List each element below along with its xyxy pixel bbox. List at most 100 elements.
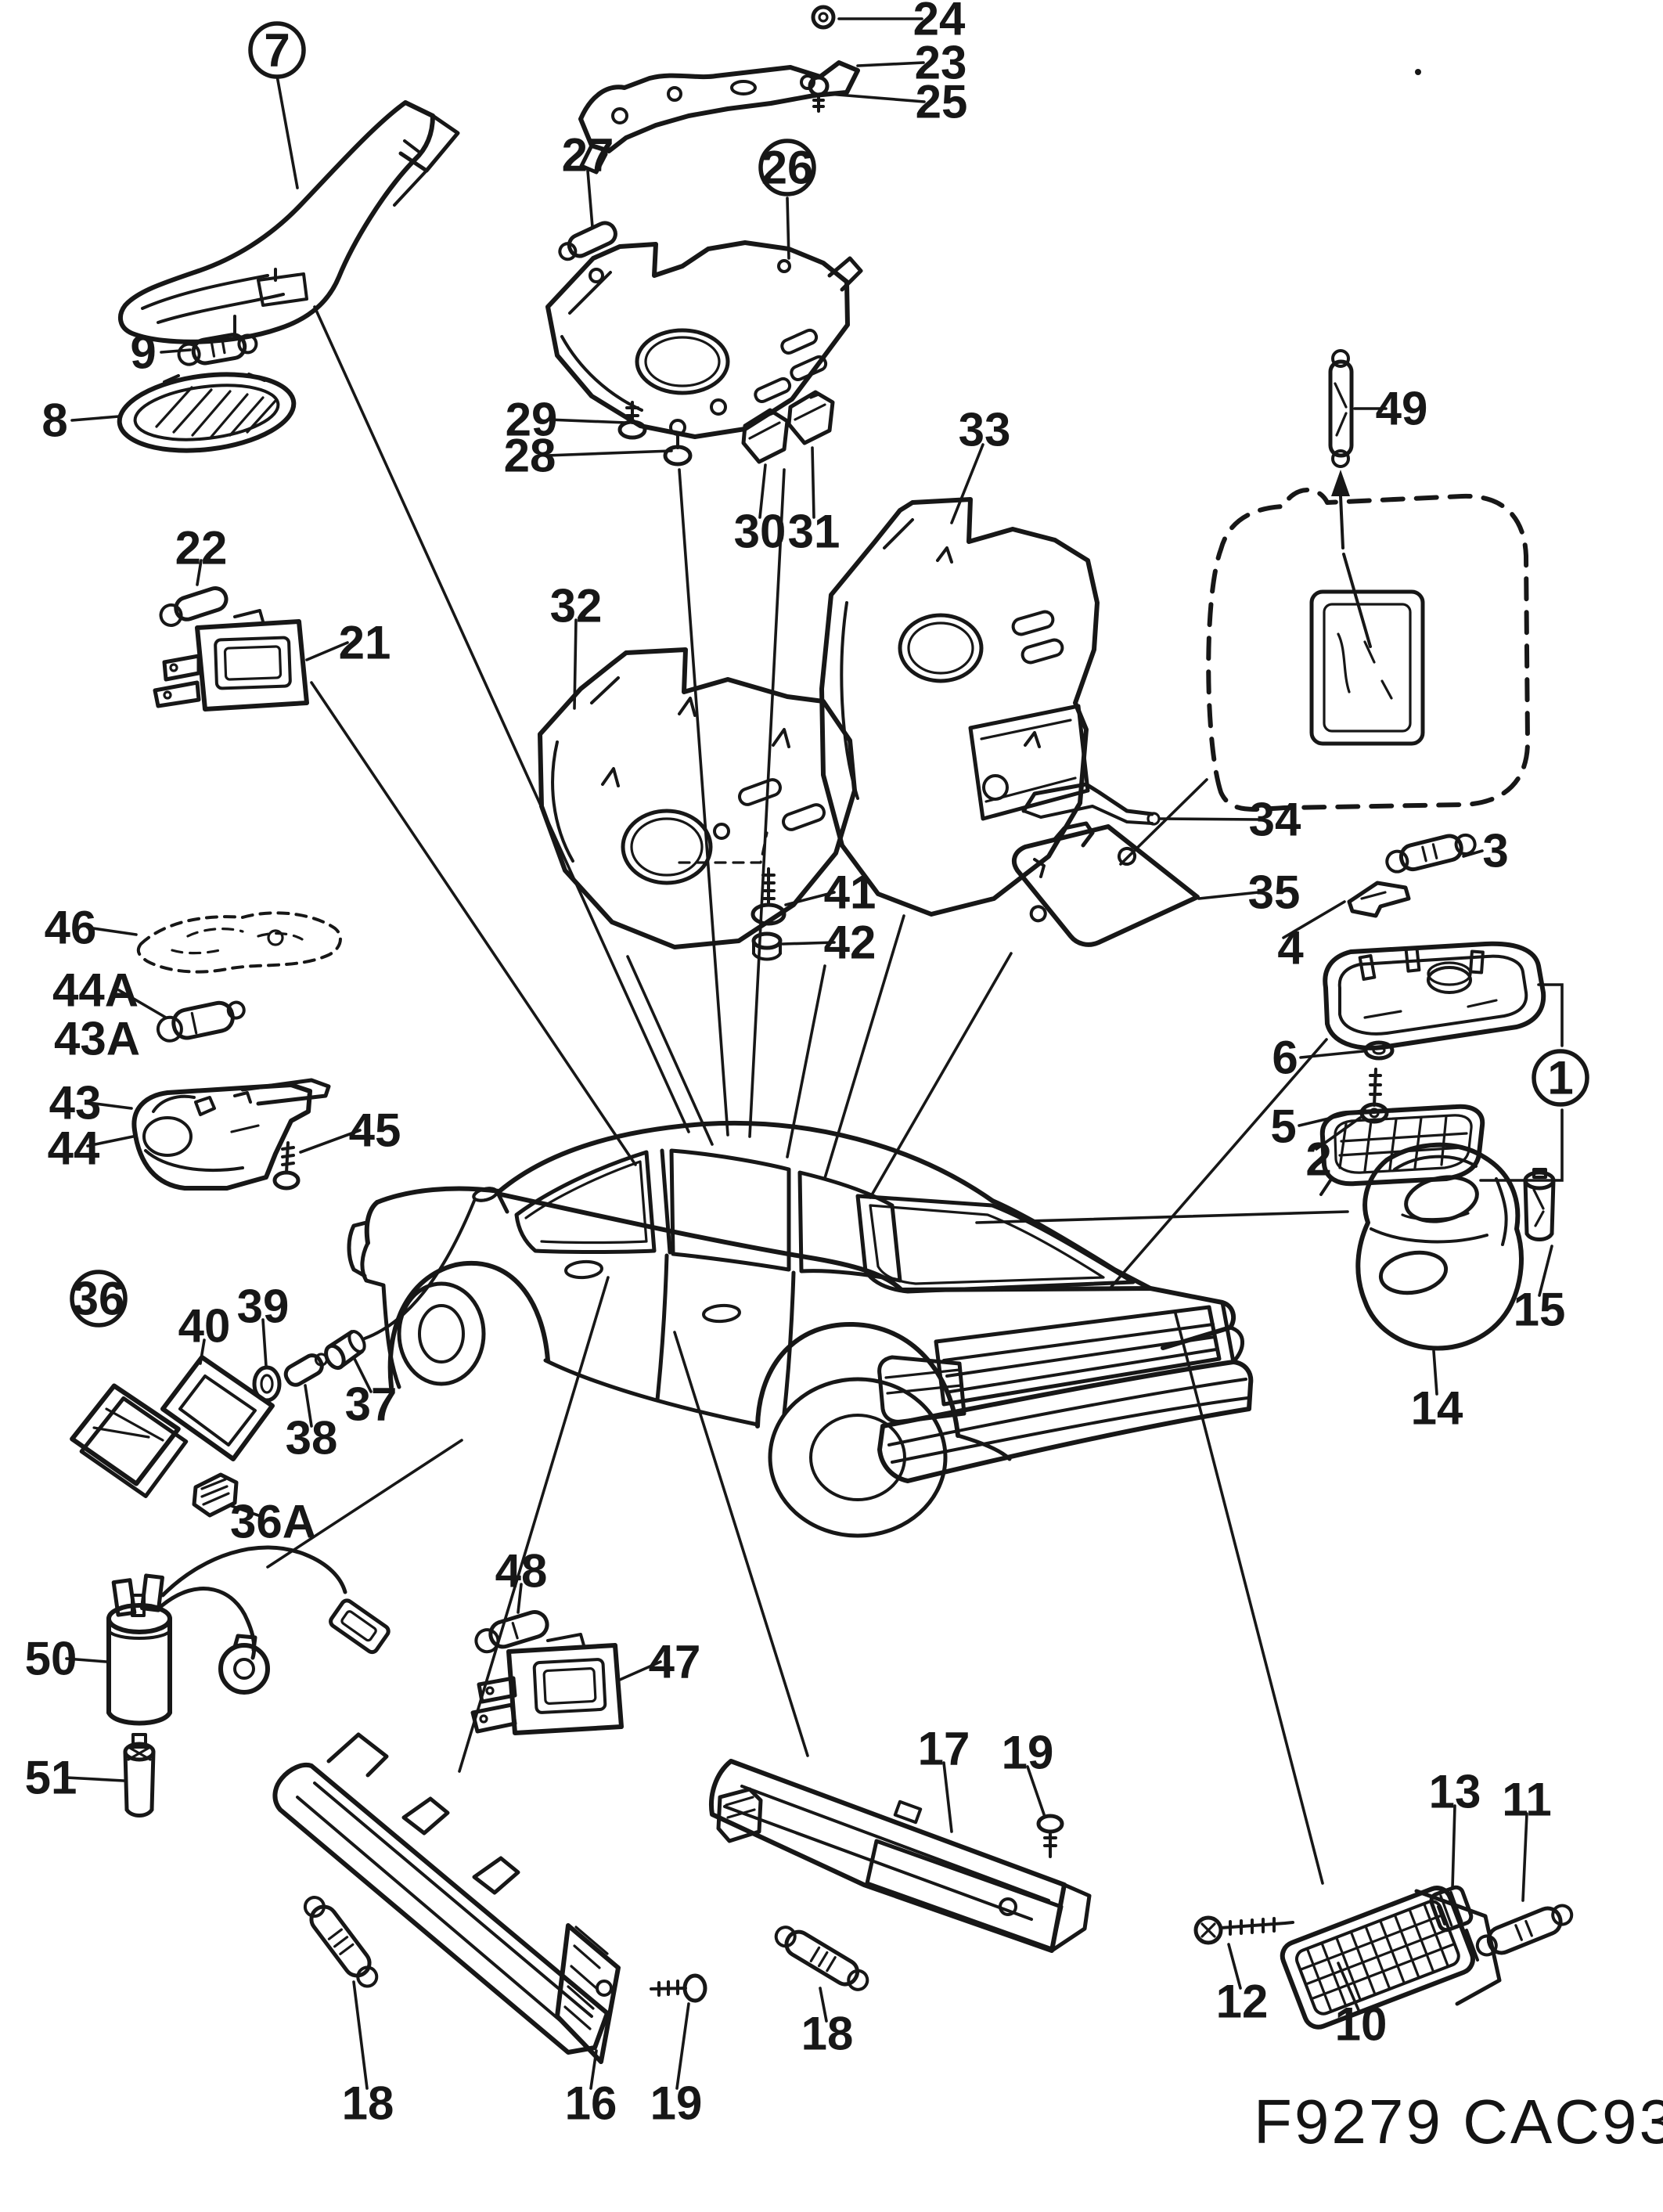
part-number-text: 41 — [824, 866, 876, 919]
part-44A-festoon-bulb-drawing — [156, 1000, 246, 1043]
part-18-left-fuse-bulb-drawing — [303, 1896, 379, 1988]
part-48-bulb-drawing — [474, 1610, 549, 1654]
part-31-clip-drawing — [787, 390, 835, 445]
part-label-19-rear-vent: 19 — [1002, 1727, 1054, 1779]
part-label-2: 2 — [1305, 1133, 1331, 1186]
part-number-text: 40 — [178, 1300, 231, 1353]
part-17-vent-lamp-assembly-drawing — [709, 1759, 1092, 1953]
part-label-21: 21 — [339, 617, 391, 669]
part-label-36A: 36A — [230, 1496, 316, 1548]
part-label-44: 44 — [48, 1122, 100, 1175]
part-label-51: 51 — [25, 1752, 77, 1804]
part-number-text: 30 — [734, 506, 787, 558]
part-number-text: 42 — [824, 917, 876, 969]
part-37-bulb-socket-drawing — [324, 1187, 499, 1371]
part-number-text: 7 — [264, 24, 290, 77]
part-number-text: 2 — [1305, 1133, 1331, 1186]
part-label-33: 33 — [959, 404, 1011, 456]
part-35-cover-plate-drawing — [1011, 821, 1200, 947]
part-number-text: 21 — [339, 617, 391, 669]
part-51-bulb-drawing — [123, 1733, 156, 1818]
part-label-30: 30 — [734, 506, 787, 558]
part-number-text: 38 — [286, 1412, 338, 1464]
part-label-34: 34 — [1249, 794, 1301, 846]
part-label-40: 40 — [178, 1300, 231, 1353]
part-27-bulb-drawing — [558, 221, 617, 261]
part-number-text: 27 — [562, 129, 614, 182]
part-number-text: 19 — [1002, 1727, 1054, 1779]
part-label-41: 41 — [824, 866, 876, 919]
label-leaders — [65, 17, 1553, 2090]
part-label-18-left: 18 — [342, 2077, 394, 2130]
part-number-text: 1 — [1547, 1052, 1573, 1104]
part-50-lamp-holder-drawing — [106, 1545, 391, 1726]
part-label-37: 37 — [345, 1378, 398, 1431]
label-circle-26 — [758, 139, 816, 196]
part-4-clip-drawing — [1347, 881, 1411, 918]
part-49-festoon-bulb-drawing — [1328, 349, 1372, 648]
part-label-49: 49 — [1376, 383, 1428, 435]
part-label-44A: 44A — [52, 964, 139, 1017]
part-label-5: 5 — [1270, 1101, 1296, 1153]
part-number-text: 45 — [349, 1104, 401, 1157]
part-42-grommet-drawing — [751, 931, 783, 961]
part-21-switch-drawing — [153, 609, 309, 712]
part-number-text: 44A — [52, 964, 139, 1017]
part-label-24: 24 — [913, 0, 966, 45]
part-number-text: 10 — [1335, 1998, 1388, 2051]
part-36-lens-drawing — [70, 1383, 189, 1499]
part-23-bracket-drawing — [578, 60, 860, 175]
part-number-text: 47 — [649, 1636, 701, 1688]
part-label-50: 50 — [25, 1633, 77, 1685]
part-label-46: 46 — [45, 902, 97, 954]
part-label-25: 25 — [916, 76, 968, 128]
part-number-text: 36A — [230, 1496, 316, 1548]
part-36A-clip-drawing — [192, 1472, 239, 1518]
part-label-42: 42 — [824, 917, 876, 969]
label-circle-36 — [70, 1270, 128, 1328]
part-label-45: 45 — [349, 1104, 401, 1157]
part-label-35: 35 — [1248, 866, 1301, 919]
part-39-ring-drawing — [252, 1365, 282, 1403]
part-19-mid-screw-drawing — [650, 1973, 707, 2003]
part-number-text: 35 — [1248, 866, 1301, 919]
part-43-44-lamp-housing-drawing — [131, 1078, 331, 1191]
part-30-clip-drawing — [741, 408, 790, 464]
part-29-screw-drawing — [617, 401, 647, 440]
part-label-27: 27 — [562, 129, 614, 182]
part-label-13: 13 — [1429, 1766, 1481, 1818]
part-24-nut-drawing — [811, 5, 836, 30]
part-15-bulb-drawing — [1523, 1168, 1556, 1241]
part-label-1: 1 — [1532, 1049, 1589, 1107]
part-number-text: 14 — [1411, 1382, 1463, 1435]
part-number-text: 29 — [506, 394, 558, 446]
part-13-clip-drawing — [1429, 1885, 1474, 1933]
label-circle-7 — [248, 21, 306, 79]
part-number-text: 3 — [1482, 825, 1508, 877]
part-number-text: 39 — [237, 1281, 290, 1333]
part-label-38: 38 — [286, 1412, 338, 1464]
part-label-39: 39 — [237, 1281, 290, 1333]
part-40-gasket-drawing — [160, 1355, 275, 1461]
part-8-lamp-lens-drawing — [117, 372, 297, 453]
part-number-text: 18 — [801, 2008, 854, 2060]
car-drawing — [347, 1120, 1254, 1538]
part-number-text: 36 — [73, 1273, 125, 1325]
print-speck — [1415, 69, 1421, 75]
part-number-text: 19 — [650, 2077, 703, 2130]
part-label-36: 36 — [70, 1270, 128, 1328]
part-32-roof-plate-drawing — [538, 647, 857, 949]
part-number-text: 25 — [916, 76, 968, 128]
part-number-text: 50 — [25, 1633, 77, 1685]
part-1-lamp-housing-drawing — [1323, 941, 1546, 1050]
part-number-text: 16 — [565, 2077, 617, 2130]
part-number-text: 17 — [918, 1723, 970, 1775]
part-14-boot-drawing — [1355, 1142, 1524, 1351]
part-label-9: 9 — [130, 326, 156, 379]
part-38-bulb-drawing — [283, 1353, 329, 1387]
part-number-text: 44 — [48, 1122, 100, 1175]
part-label-31: 31 — [788, 506, 840, 558]
